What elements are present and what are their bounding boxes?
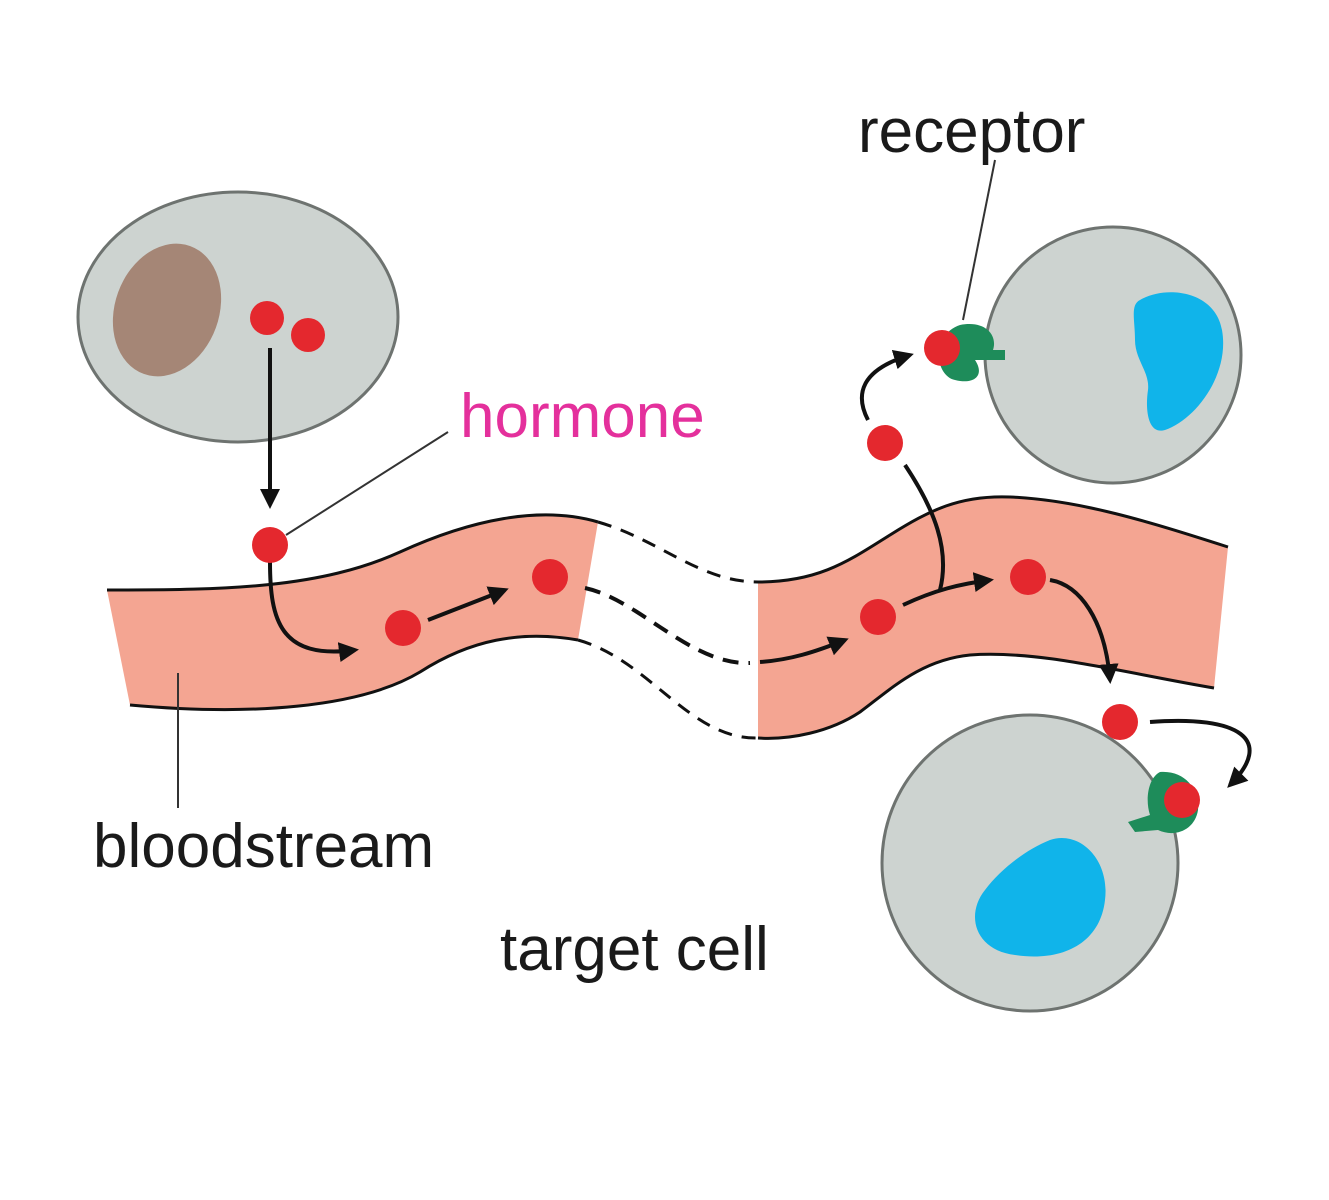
bind-arrow-upper — [859, 350, 914, 421]
flow-arrow-3 — [902, 572, 994, 607]
bloodstream-left-bottom-edge — [129, 634, 579, 712]
hormone-bound-lower — [1164, 782, 1200, 818]
hormone-granule — [250, 301, 284, 335]
target-cell-label: target cell — [500, 915, 769, 984]
exit-arrow-upper — [903, 463, 945, 591]
hormone-leader-line — [285, 431, 449, 536]
bloodstream-label: bloodstream — [93, 812, 434, 881]
hormone-molecule — [532, 559, 568, 595]
hormone-label: hormone — [460, 382, 705, 451]
bloodstream-right-segment — [758, 496, 1228, 739]
target-cell-lower-nucleus — [975, 838, 1106, 957]
hormone-molecule — [252, 527, 288, 563]
hormone-molecule — [1102, 704, 1138, 740]
entry-arrow — [268, 561, 359, 663]
bloodstream-right-top-edge — [757, 495, 1229, 584]
hormone-molecule — [860, 599, 896, 635]
bloodstream-dashed-bottom — [577, 638, 759, 740]
secreting-cell-nucleus — [112, 243, 222, 377]
hormone-granule — [291, 318, 325, 352]
bind-arrow-lower — [1149, 718, 1252, 788]
hormone-molecule — [1010, 559, 1046, 595]
bloodstream-dashed-top — [597, 520, 759, 584]
flow-arrow-1 — [427, 586, 509, 622]
hormone-path-dashed — [584, 586, 751, 666]
flow-arrow-2 — [759, 636, 849, 664]
hormone-bound-upper — [924, 330, 960, 366]
bloodstream-left-segment — [107, 514, 598, 710]
target-cell-upper-nucleus — [1133, 292, 1224, 431]
hormone-molecule — [385, 610, 421, 646]
receptor-label: receptor — [858, 97, 1085, 166]
hormone-molecule — [867, 425, 903, 461]
receptor-leader-line — [962, 159, 996, 321]
bloodstream-left-top-edge — [106, 513, 599, 592]
exit-arrow-lower — [1049, 578, 1119, 684]
